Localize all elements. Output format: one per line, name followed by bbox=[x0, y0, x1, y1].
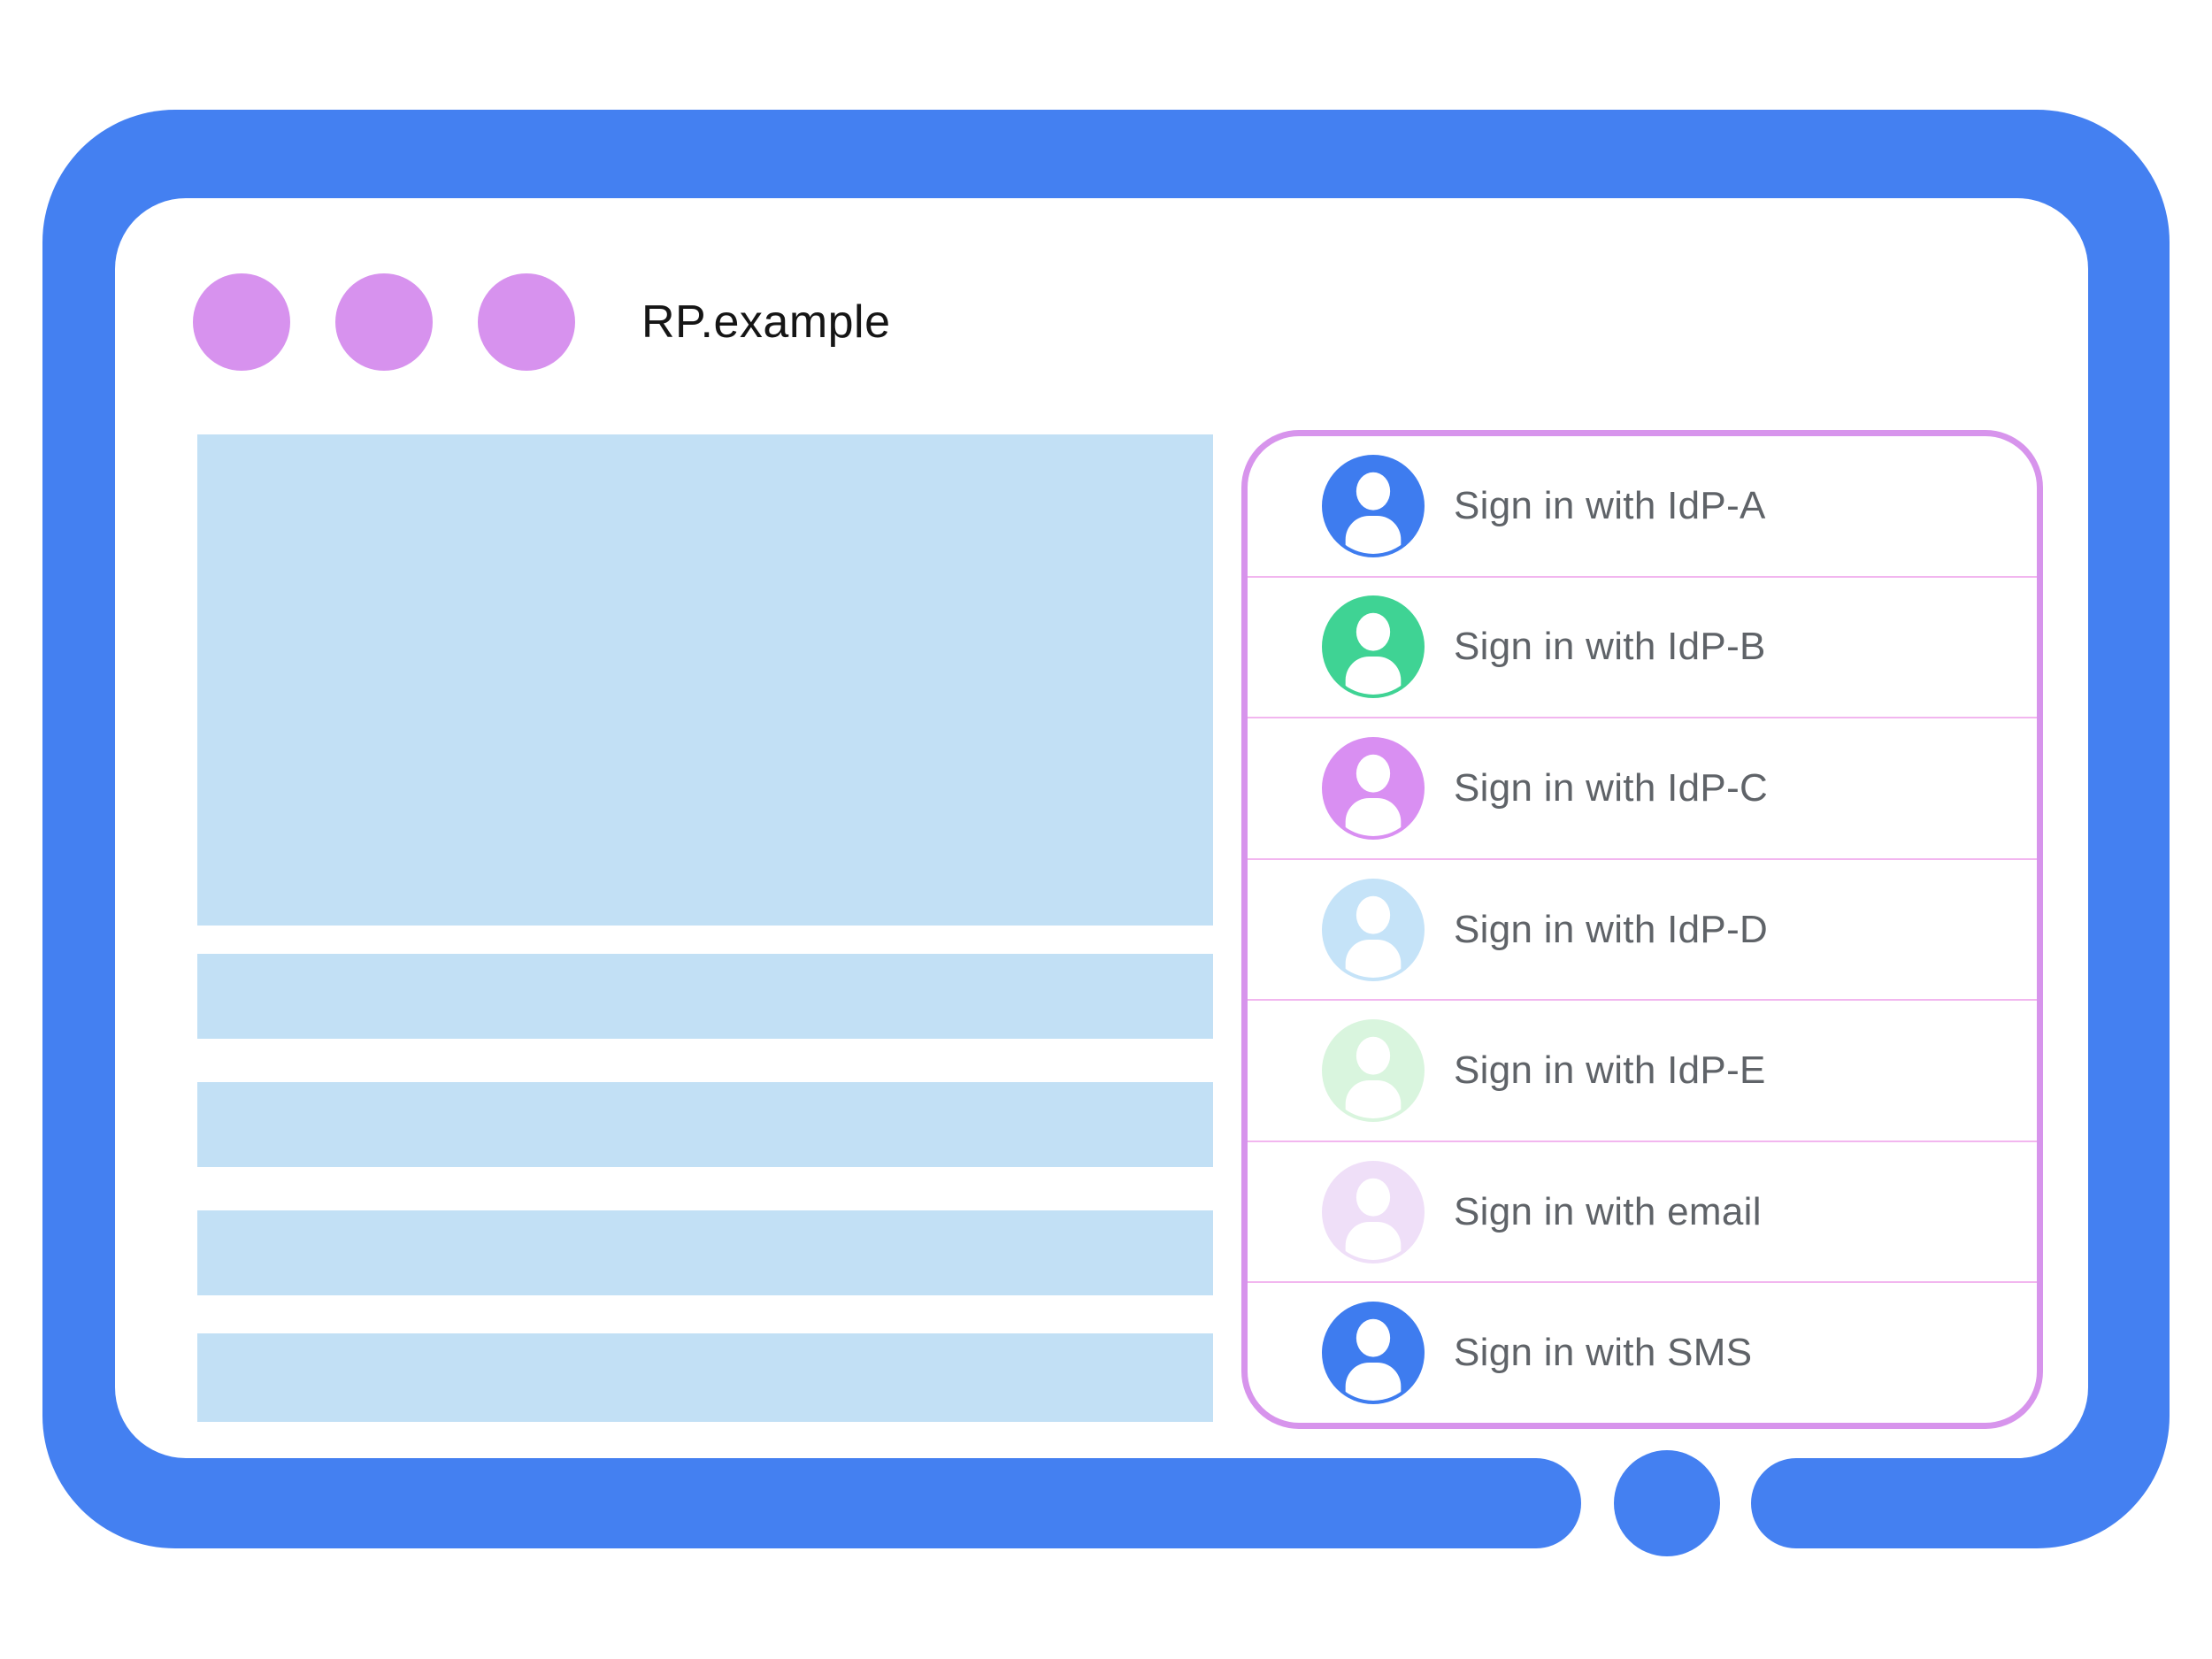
home-button[interactable] bbox=[1614, 1450, 1720, 1556]
person-circle-icon bbox=[1322, 878, 1425, 981]
signin-option-label: Sign in with IdP-E bbox=[1454, 1048, 1766, 1093]
signin-option-2[interactable]: Sign in with IdP-B bbox=[1248, 575, 2037, 718]
signin-option-label: Sign in with IdP-C bbox=[1454, 765, 1769, 810]
frame-bar-cap bbox=[1751, 1458, 1841, 1548]
signin-option-5[interactable]: Sign in with IdP-E bbox=[1248, 999, 2037, 1141]
person-circle-icon bbox=[1322, 736, 1425, 840]
signin-option-label: Sign in with email bbox=[1454, 1189, 1762, 1233]
person-circle-icon bbox=[1322, 454, 1425, 557]
person-circle-icon bbox=[1322, 1302, 1425, 1405]
signin-option-label: Sign in with SMS bbox=[1454, 1331, 1753, 1375]
content-placeholder-line bbox=[197, 1210, 1213, 1295]
window-control-dot[interactable] bbox=[193, 273, 290, 371]
content-placeholder-line bbox=[197, 1082, 1213, 1167]
person-circle-icon bbox=[1322, 1160, 1425, 1263]
frame-bar-cap bbox=[1491, 1458, 1581, 1548]
window-control-dot[interactable] bbox=[335, 273, 433, 371]
window-control-dot[interactable] bbox=[478, 273, 575, 371]
signin-option-3[interactable]: Sign in with IdP-C bbox=[1248, 717, 2037, 858]
content-placeholder-line bbox=[197, 954, 1213, 1039]
signin-option-7[interactable]: Sign in with SMS bbox=[1248, 1281, 2037, 1423]
signin-option-label: Sign in with IdP-D bbox=[1454, 907, 1769, 951]
person-circle-icon bbox=[1322, 1019, 1425, 1123]
browser-screen: RP.example Sign in with IdP-A bbox=[115, 198, 2088, 1458]
signin-option-1[interactable]: Sign in with IdP-A bbox=[1248, 436, 2037, 576]
signin-option-4[interactable]: Sign in with IdP-D bbox=[1248, 857, 2037, 1000]
person-circle-icon bbox=[1322, 595, 1425, 699]
signin-option-label: Sign in with IdP-B bbox=[1454, 625, 1766, 669]
browser-frame: RP.example Sign in with IdP-A bbox=[42, 110, 2170, 1556]
signin-panel: Sign in with IdP-A Sign in with IdP-B Si… bbox=[1241, 430, 2043, 1429]
signin-option-label: Sign in with IdP-A bbox=[1454, 483, 1766, 527]
site-title: RP.example bbox=[641, 296, 891, 348]
content-placeholder-hero bbox=[197, 434, 1213, 926]
signin-option-6[interactable]: Sign in with email bbox=[1248, 1140, 2037, 1282]
content-placeholder-line bbox=[197, 1333, 1213, 1422]
